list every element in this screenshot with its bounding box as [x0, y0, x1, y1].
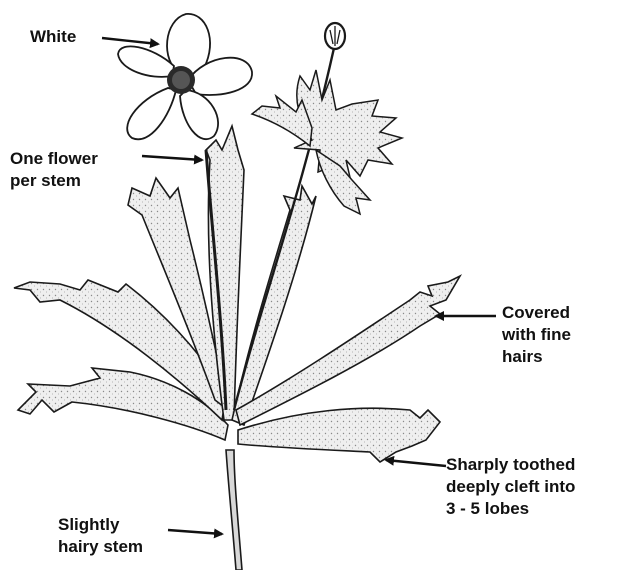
label-covered: Covered with fine hairs: [502, 302, 571, 368]
label-covered-line-1: Covered: [502, 302, 571, 324]
label-one-flower-line-2: per stem: [10, 170, 98, 192]
label-one-flower: One flower per stem: [10, 148, 98, 192]
leaf-whorl-left: [252, 96, 312, 146]
arrow-one-flower: [142, 156, 202, 160]
arrow-toothed: [386, 460, 446, 466]
label-hairy-stem: Slightly hairy stem: [58, 514, 143, 558]
label-covered-line-2: with fine: [502, 324, 571, 346]
label-white-line-1: White: [30, 26, 76, 48]
arrow-white: [102, 38, 158, 44]
main-stem: [226, 450, 242, 570]
label-one-flower-line-1: One flower: [10, 148, 98, 170]
label-toothed-line-2: deeply cleft into: [446, 476, 575, 498]
label-hairy-stem-line-2: hairy stem: [58, 536, 143, 558]
label-white: White: [30, 26, 76, 48]
label-hairy-stem-line-1: Slightly: [58, 514, 143, 536]
label-toothed-line-1: Sharply toothed: [446, 454, 575, 476]
arrow-hairy-stem: [168, 530, 222, 534]
label-toothed-line-3: 3 - 5 lobes: [446, 498, 575, 520]
label-covered-line-3: hairs: [502, 346, 571, 368]
label-toothed: Sharply toothed deeply cleft into 3 - 5 …: [446, 454, 575, 520]
leaf-right-lower: [238, 408, 440, 462]
